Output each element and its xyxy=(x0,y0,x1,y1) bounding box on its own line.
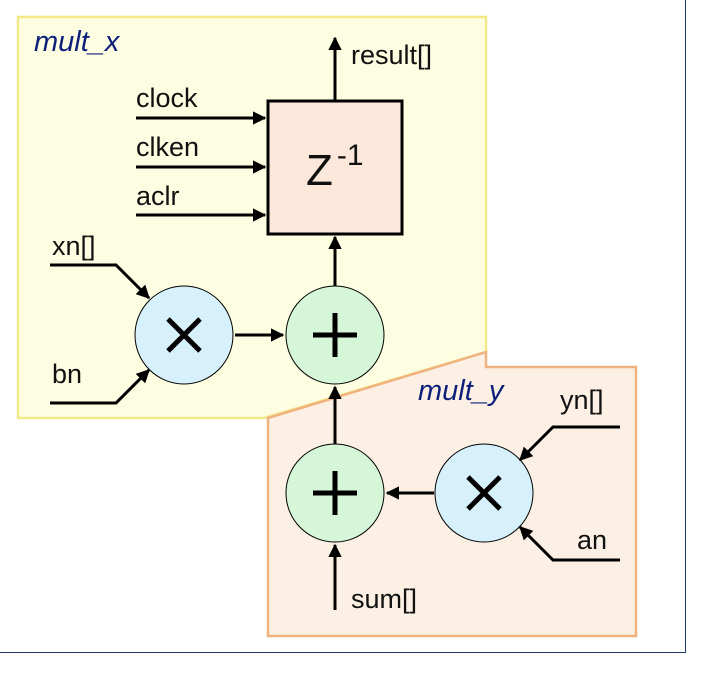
yn-wire xyxy=(518,425,620,462)
multiply-icon xyxy=(466,475,502,511)
xn-wire xyxy=(50,263,151,300)
multiply-icon xyxy=(166,317,202,353)
xn-label: xn[] xyxy=(52,231,96,261)
mult-y-title: mult_y xyxy=(418,375,505,407)
diagram-frame xyxy=(0,0,686,653)
plus-icon xyxy=(313,471,357,515)
clock-label: clock xyxy=(136,83,198,113)
an-wire xyxy=(518,525,620,562)
aclr-label: aclr xyxy=(136,181,180,211)
delay-exponent: -1 xyxy=(337,139,364,172)
delay-label: Z-1 xyxy=(306,139,364,195)
plus-icon xyxy=(313,313,357,357)
clken-label: clken xyxy=(136,132,199,162)
an-label: an xyxy=(577,525,607,555)
mult-x-title: mult_x xyxy=(34,26,121,58)
delay-register xyxy=(266,99,404,236)
bn-label: bn xyxy=(52,359,82,389)
bn-wire xyxy=(50,368,151,405)
result-label: result[] xyxy=(351,40,432,70)
sum-label: sum[] xyxy=(351,584,417,614)
mult-x-region xyxy=(16,15,488,420)
yn-label: yn[] xyxy=(560,385,604,415)
delay-base: Z xyxy=(306,146,333,195)
